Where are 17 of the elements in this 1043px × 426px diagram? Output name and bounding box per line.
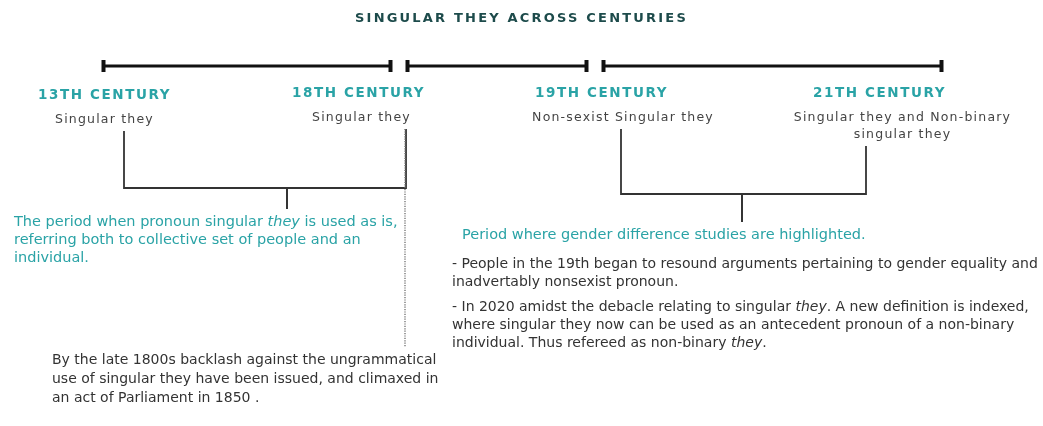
period-summary: Period where gender difference studies are highlighted. bbox=[462, 225, 1037, 243]
dotted-connector bbox=[404, 128, 406, 348]
era-description: Singular they and Non-binary singular they bbox=[792, 108, 1013, 142]
diagram-title: SINGULAR THEY ACROSS CENTURIES bbox=[354, 10, 689, 25]
note-text: By the late 1800s backlash against the ungrammatical use of singular they have been issued, and climaxed in an act of Parliament in 1850 . bbox=[52, 350, 447, 407]
century-heading: 13TH CENTURY bbox=[38, 86, 173, 102]
century-heading: 18TH CENTURY bbox=[292, 84, 427, 100]
period-summary: The period when pronoun singular they is used as is, referring both to collective set of people and an individual. bbox=[14, 212, 399, 266]
bullet-note: - In 2020 amidst the debacle relating to singular they. A new definition is indexed, where singular they now can be used as an antecedent pronoun of a non-binary individual. Thus refereed as non-binary they. bbox=[452, 297, 1030, 351]
era-description: Singular they bbox=[311, 108, 412, 125]
era-description: Non-sexist Singular they bbox=[531, 108, 715, 125]
bracket-connector bbox=[286, 128, 407, 210]
century-heading: 19TH CENTURY bbox=[534, 84, 670, 100]
era-description: Singular they bbox=[54, 110, 155, 127]
bullet-note: - People in the 19th began to resound arguments pertaining to gender equality and inadvertably nonsexist pronoun. bbox=[452, 254, 1039, 290]
bracket-connector bbox=[741, 145, 867, 223]
century-heading: 21TH CENTURY bbox=[812, 84, 948, 100]
